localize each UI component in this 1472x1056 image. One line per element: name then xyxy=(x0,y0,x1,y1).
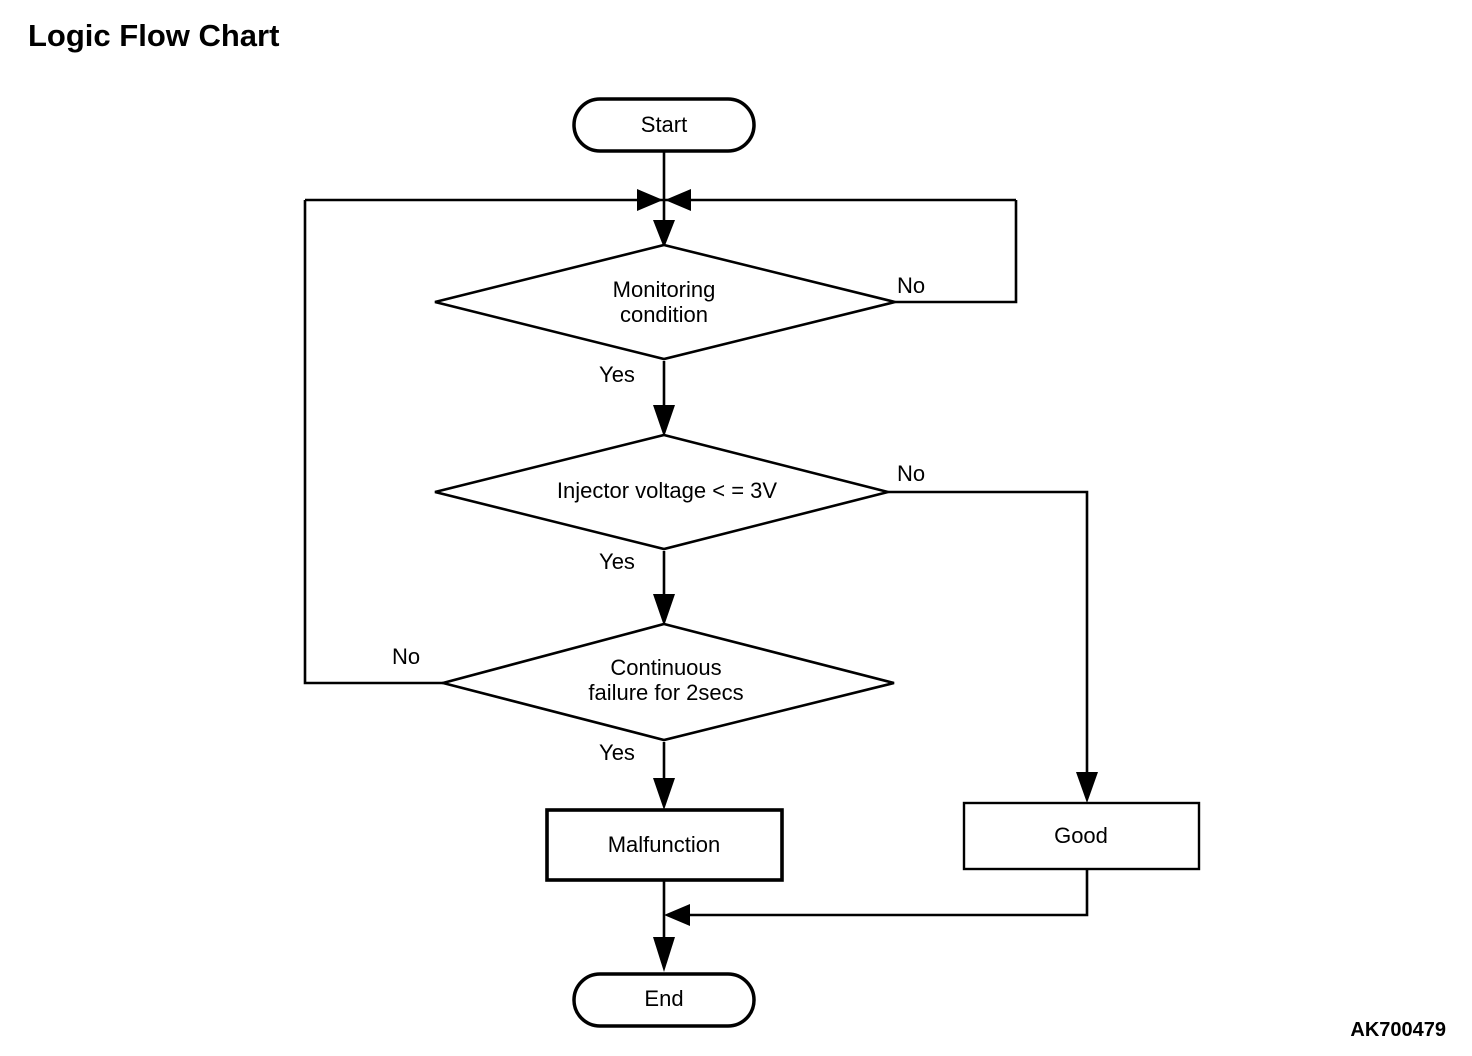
voltage-shape xyxy=(434,433,889,551)
continuous-shape xyxy=(437,622,895,742)
good-shape xyxy=(962,801,1201,871)
node-good[interactable]: Good xyxy=(962,801,1201,871)
monitoring-label-line1: Monitoring xyxy=(613,277,716,302)
node-monitoring-condition[interactable]: Monitoring condition xyxy=(434,243,896,361)
connector-monitoring-no xyxy=(895,200,1018,304)
malfunction-shape xyxy=(545,808,784,882)
end-shape xyxy=(572,972,756,1028)
start-label: Start xyxy=(641,112,687,137)
page-title: Logic Flow Chart xyxy=(28,18,280,53)
voltage-label: Injector voltage < = 3V xyxy=(557,478,777,503)
node-continuous-failure[interactable]: Continuous failure for 2secs xyxy=(437,622,895,742)
edge-label-voltage-no: No xyxy=(897,461,925,486)
figure-code: AK700479 xyxy=(1350,1019,1446,1041)
connector-good-to-end xyxy=(676,869,1089,917)
good-label: Good xyxy=(1054,823,1108,848)
start-shape xyxy=(572,97,756,153)
end-label: End xyxy=(644,986,683,1011)
malfunction-label: Malfunction xyxy=(608,832,721,857)
connector-continuous-no xyxy=(303,200,443,685)
edge-label-voltage-yes: Yes xyxy=(599,549,635,574)
node-start[interactable]: Start xyxy=(572,97,756,153)
arrow-into-end xyxy=(653,937,675,972)
monitoring-shape xyxy=(434,243,896,361)
junction-arrow-left xyxy=(637,189,663,211)
arrow-into-malfunction xyxy=(653,778,675,810)
node-injector-voltage[interactable]: Injector voltage < = 3V xyxy=(434,433,889,551)
node-end[interactable]: End xyxy=(572,972,756,1028)
edge-label-monitoring-no: No xyxy=(897,273,925,298)
continuous-label-line2: failure for 2secs xyxy=(588,680,743,705)
junction-arrow-right xyxy=(665,189,691,211)
arrow-into-monitoring xyxy=(653,220,675,248)
edge-label-continuous-yes: Yes xyxy=(599,740,635,765)
connector-voltage-no xyxy=(888,490,1089,797)
arrow-merge-left xyxy=(664,904,690,926)
node-malfunction[interactable]: Malfunction xyxy=(545,808,784,882)
arrow-into-voltage xyxy=(653,405,675,437)
arrow-into-good xyxy=(1076,772,1098,803)
arrow-into-continuous xyxy=(653,594,675,626)
edge-label-continuous-no: No xyxy=(392,644,420,669)
edge-label-monitoring-yes: Yes xyxy=(599,362,635,387)
monitoring-label-line2: condition xyxy=(620,302,708,327)
continuous-label-line1: Continuous xyxy=(610,655,721,680)
